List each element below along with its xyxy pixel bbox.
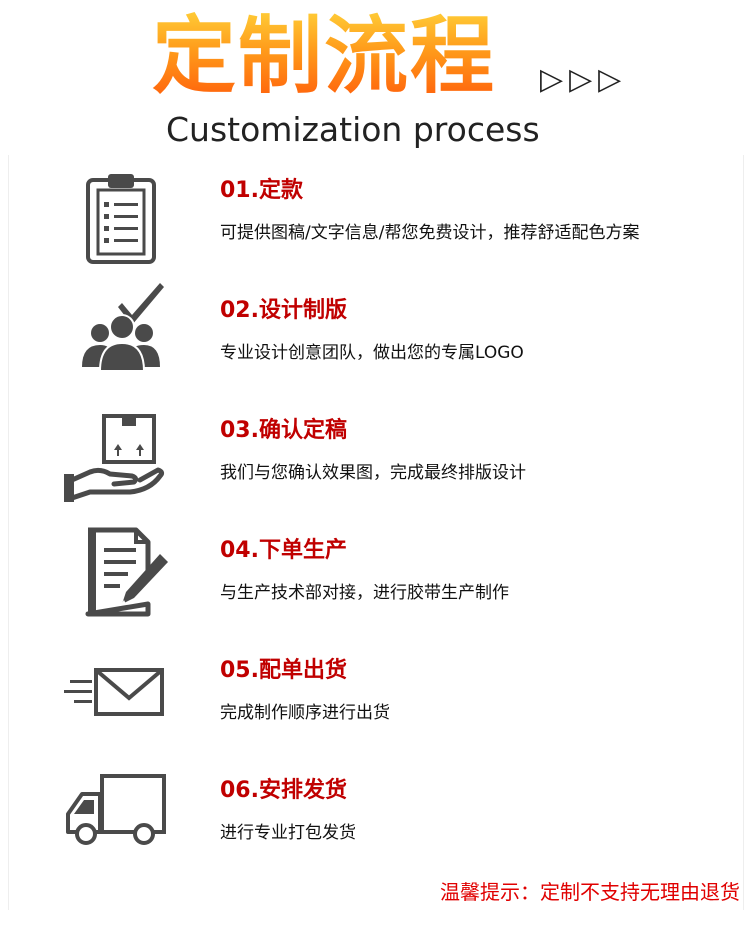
step-description: 可提供图稿/文字信息/帮您免费设计，推荐舒适配色方案 — [220, 223, 640, 243]
document-pen-icon — [60, 524, 170, 624]
page-title: 定制流程 — [152, 7, 497, 105]
step-3: 03.确认定稿 我们与您确认效果图，完成最终排版设计 — [0, 410, 750, 520]
step-4: 04.下单生产 与生产技术部对接，进行胶带生产制作 — [0, 527, 750, 640]
hand-box-icon — [60, 410, 170, 510]
step-5: 05.配单出货 完成制作顺序进行出货 — [0, 650, 750, 760]
clipboard-icon — [60, 170, 170, 270]
page-subtitle: Customization process — [166, 110, 540, 149]
step-title: 06.安排发货 — [220, 778, 347, 803]
step-description: 进行专业打包发货 — [220, 823, 356, 843]
step-description: 完成制作顺序进行出货 — [220, 703, 390, 723]
step-title: 01.定款 — [220, 178, 303, 203]
step-description: 专业设计创意团队，做出您的专属LOGO — [220, 343, 524, 363]
warning-tip: 温馨提示：定制不支持无理由退货 — [440, 880, 740, 904]
step-title: 02.设计制版 — [220, 298, 347, 323]
header: 定制流程 ▷▷▷ Customization process — [0, 0, 750, 160]
step-1: 01.定款 可提供图稿/文字信息/帮您免费设计，推荐舒适配色方案 — [0, 170, 750, 280]
process-panel — [8, 155, 744, 910]
team-check-icon — [60, 275, 170, 375]
step-title: 03.确认定稿 — [220, 418, 347, 443]
truck-icon — [60, 770, 170, 870]
step-title: 05.配单出货 — [220, 658, 347, 683]
step-6: 06.安排发货 进行专业打包发货 — [0, 770, 750, 880]
step-title: 04.下单生产 — [220, 538, 347, 563]
step-description: 与生产技术部对接，进行胶带生产制作 — [220, 583, 509, 603]
step-2: 02.设计制版 专业设计创意团队，做出您的专属LOGO — [0, 283, 750, 400]
arrows-decoration: ▷▷▷ — [540, 62, 628, 97]
step-description: 我们与您确认效果图，完成最终排版设计 — [220, 463, 526, 483]
envelope-icon — [60, 654, 170, 754]
